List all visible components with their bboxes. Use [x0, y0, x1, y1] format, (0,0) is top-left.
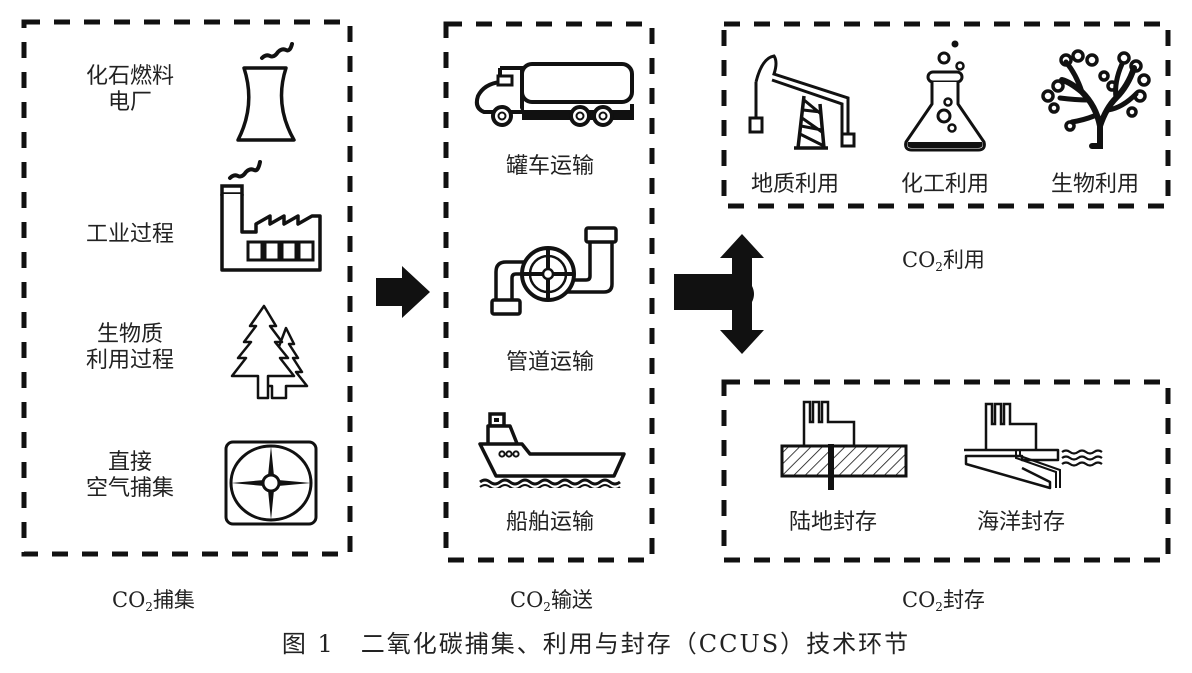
capture-item-biomass-label: 生物质 利用过程 — [85, 322, 174, 373]
onshore-storage-icon — [780, 400, 908, 490]
split-arrow-icon — [674, 234, 764, 354]
pipeline-valve-icon — [490, 226, 618, 316]
capture-box-border — [21, 19, 353, 557]
oil-pump-jack-icon — [748, 54, 856, 150]
offshore-storage-icon — [964, 402, 1103, 490]
transport-item-pipeline-label: 管道运输 — [505, 350, 594, 375]
capture-item-industry-label: 工业过程 — [85, 222, 174, 247]
storage-section-title: CO2封存 — [902, 588, 985, 614]
utilization-item-biological-label: 生物利用 — [1050, 172, 1139, 197]
storage-item-offshore-label: 海洋封存 — [976, 510, 1065, 535]
ship-icon — [478, 412, 626, 488]
cooling-tower-icon — [236, 42, 296, 142]
tanker-truck-icon — [474, 62, 634, 127]
transport-box-border — [443, 21, 655, 563]
utilization-item-chemical-label: 化工利用 — [900, 172, 989, 197]
storage-item-onshore-label: 陆地封存 — [788, 510, 877, 535]
storage-box — [720, 378, 1172, 564]
factory-icon — [220, 160, 322, 272]
capture-item-dac-label: 直接 空气捕集 — [85, 450, 174, 501]
utilization-item-geological-label: 地质利用 — [750, 172, 839, 197]
capture-box — [20, 18, 354, 558]
utilization-box-border — [721, 21, 1171, 209]
figure-caption: 图 1 二氧化碳捕集、利用与封存（CCUS）技术环节 — [281, 630, 911, 658]
algae-coral-icon — [1041, 49, 1151, 149]
transport-section-title: CO2输送 — [510, 588, 593, 614]
utilization-box — [720, 20, 1172, 210]
fan-icon — [224, 440, 318, 526]
capture-section-title: CO2捕集 — [112, 588, 195, 614]
transport-item-truck-label: 罐车运输 — [505, 154, 594, 179]
capture-item-power-plant-label: 化石燃料 电厂 — [85, 64, 174, 115]
right-arrow-icon — [376, 266, 430, 318]
trees-icon — [230, 304, 309, 400]
storage-box-border — [721, 379, 1171, 563]
transport-item-ship-label: 船舶运输 — [505, 510, 594, 535]
transport-box — [442, 20, 656, 564]
chemistry-flask-icon — [904, 40, 986, 152]
utilization-section-title: CO2利用 — [902, 248, 985, 274]
